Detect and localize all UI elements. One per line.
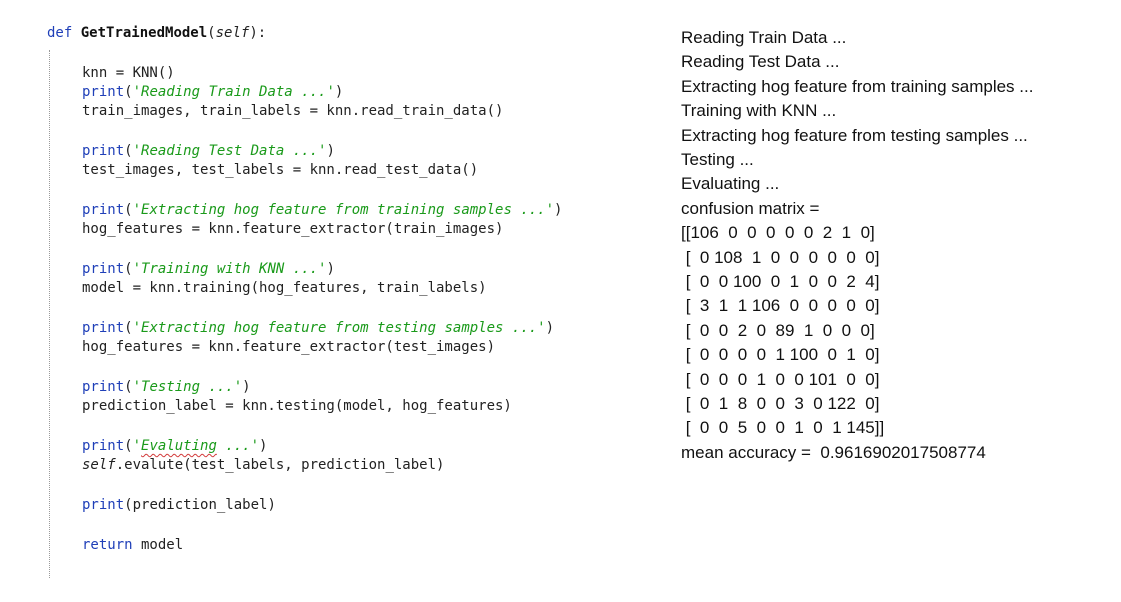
code-editor: def GetTrainedModel(self): knn = KNN() p… — [47, 25, 563, 578]
spellcheck-word: Evaluting — [141, 438, 217, 454]
output-line: [ 0 108 1 0 0 0 0 0 0] — [681, 247, 880, 267]
output-line: [ 0 0 5 0 0 1 0 1 145]] — [681, 418, 885, 438]
output-line: Extracting hog feature from training sam… — [681, 76, 1034, 96]
function-name: GetTrainedModel — [80, 25, 208, 41]
output-line: [ 3 1 1 106 0 0 0 0 0] — [681, 296, 880, 316]
code-line-print-training: print('Training with KNN ...') — [82, 261, 335, 277]
output-line: [ 0 0 2 0 89 1 0 0 0] — [681, 320, 875, 340]
code-line-print-hog-train: print('Extracting hog feature from train… — [82, 202, 563, 218]
output-line: [ 0 0 100 0 1 0 0 2 4] — [681, 272, 880, 291]
output-line: Reading Test Data ... — [681, 52, 840, 72]
output-line: [[106 0 0 0 0 0 2 1 0] — [681, 223, 875, 243]
code-line-print-prediction: print(prediction_label) — [82, 497, 276, 513]
code-line-read-test: test_images, test_labels = knn.read_test… — [82, 162, 479, 178]
def-line: def GetTrainedModel(self): — [47, 25, 267, 41]
code-line-hog-train: hog_features = knn.feature_extractor(tra… — [82, 221, 504, 237]
code-line-knn: knn = KNN() — [82, 65, 175, 81]
code-line-prediction: prediction_label = knn.testing(model, ho… — [82, 398, 512, 414]
output-line: Reading Train Data ... — [681, 28, 847, 47]
code-line-print-hog-test: print('Extracting hog feature from testi… — [82, 320, 555, 336]
output-line: [ 0 0 0 0 1 100 0 1 0] — [681, 345, 880, 365]
code-line-print-evaluting: print('Evaluting ...') — [82, 438, 268, 454]
output-line: confusion matrix = — [681, 198, 820, 218]
code-line-print-train: print('Reading Train Data ...') — [82, 84, 344, 100]
output-line: [ 0 0 0 1 0 0 101 0 0] — [681, 369, 880, 389]
code-line-print-testing: print('Testing ...') — [82, 379, 251, 395]
code-line-hog-test: hog_features = knn.feature_extractor(tes… — [82, 339, 496, 355]
code-line-model: model = knn.training(hog_features, train… — [82, 280, 487, 296]
def-keyword: def — [47, 25, 73, 41]
output-line: Testing ... — [681, 150, 754, 169]
code-line-evalute: self.evalute(test_labels, prediction_lab… — [82, 457, 445, 473]
code-line-read-train: train_images, train_labels = knn.read_tr… — [82, 103, 504, 119]
console-output: Reading Train Data ... Reading Test Data … — [681, 26, 1111, 586]
self-param: self — [215, 25, 250, 41]
output-line: mean accuracy = 0.9616902017508774 — [681, 442, 986, 462]
output-line: Training with KNN ... — [681, 101, 837, 121]
output-line: Evaluating ... — [681, 174, 780, 194]
code-line-print-test: print('Reading Test Data ...') — [82, 143, 335, 159]
indent-guide — [49, 50, 50, 578]
output-line: Extracting hog feature from testing samp… — [681, 125, 1028, 145]
code-line-return: return model — [82, 537, 184, 553]
output-line: [ 0 1 8 0 0 3 0 122 0] — [681, 394, 880, 413]
